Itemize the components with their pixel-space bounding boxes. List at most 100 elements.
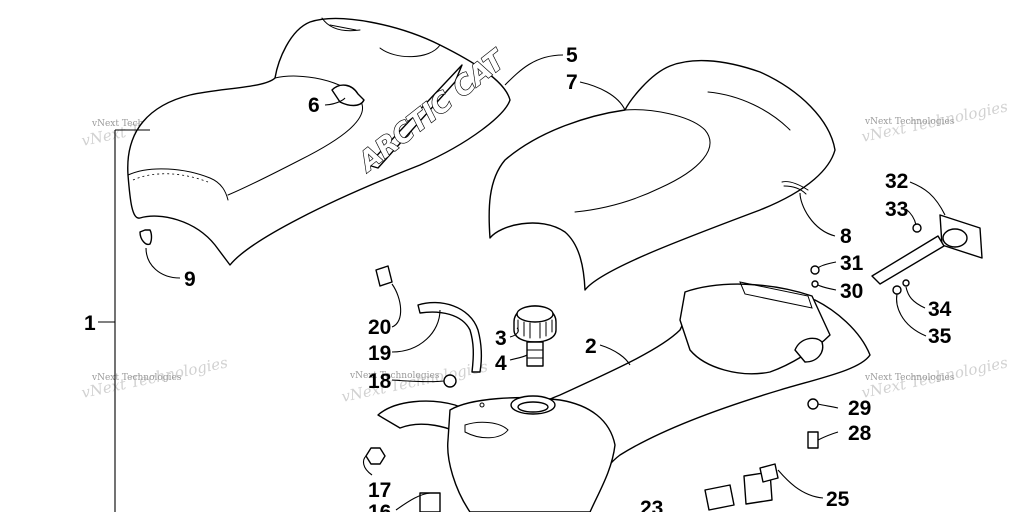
seat-cover-outline: [127, 17, 511, 266]
tank-side-boss: [794, 337, 824, 363]
seat-cover: [488, 59, 836, 291]
hose-clip-20: [375, 265, 393, 287]
watermark: vNext Technologies: [349, 371, 440, 381]
callout-9: 9: [184, 268, 196, 291]
watermark: vNext Technologies: [864, 373, 955, 383]
leader-34: [905, 286, 926, 309]
callout-4: 4: [495, 352, 507, 375]
washer-30: [811, 280, 819, 288]
tank-filler-opening: [517, 401, 549, 413]
tank-vent-hole: [479, 402, 485, 408]
callout-17: 17: [368, 479, 391, 502]
seat-cover-strap: [781, 181, 809, 195]
fuel-cap-gasket: [526, 341, 544, 367]
leader-29: [817, 403, 839, 409]
fuel-cap-top: [516, 305, 554, 323]
grommet-18: [443, 374, 457, 388]
leader-19: [391, 309, 441, 353]
callout-7: 7: [566, 71, 578, 94]
fuel-tank: [377, 281, 871, 512]
leader-25: [777, 469, 824, 499]
watermark: vNext Technologies: [91, 119, 182, 129]
callout-28: 28: [848, 422, 872, 445]
fuel-gauge-part-16: [419, 492, 441, 512]
leader-30: [817, 284, 837, 291]
leader-4: [509, 354, 528, 361]
callout-25: 25: [826, 488, 850, 511]
seat-clip-9: [139, 229, 153, 246]
watermark: vNext Technologies: [864, 117, 955, 127]
callout-6: 6: [308, 94, 320, 117]
leader-32: [909, 181, 946, 216]
seat-front-edge: [127, 168, 229, 201]
seat-cushion-edge: [227, 75, 363, 196]
callout-34: 34: [928, 298, 952, 321]
leader-7: [579, 81, 626, 111]
leader-8: [799, 192, 836, 237]
retainer-17: [365, 447, 386, 465]
seat-stitch-line: [132, 173, 209, 183]
callout-16: 16: [368, 501, 391, 512]
callout-33: 33: [885, 198, 908, 221]
seat-assembly: ARCTIC CAT: [127, 17, 513, 266]
vent-hose-assembly: [375, 265, 483, 373]
vent-hose: [417, 301, 483, 373]
callout-2: 2: [585, 335, 597, 358]
leader-6: [324, 97, 346, 106]
leader-5: [504, 54, 564, 86]
assembly-bracket: [98, 129, 150, 512]
sender-rod: [871, 235, 945, 285]
tank-grip-recess: [464, 421, 509, 439]
leader-31: [817, 261, 837, 269]
callout-29: 29: [848, 397, 871, 420]
leader-35: [896, 293, 927, 337]
seat-cover-hump: [707, 91, 791, 131]
fuel-sender-assembly: [871, 214, 983, 285]
leader-18: [391, 379, 445, 383]
callout-23: 23: [640, 497, 663, 512]
fitting-23: [704, 484, 735, 511]
nut-34: [892, 285, 902, 295]
watermark: vNext Technologies: [91, 373, 182, 383]
washer-25: [759, 463, 779, 483]
nut-31: [810, 265, 820, 275]
washer-35: [902, 279, 910, 287]
leader-16: [395, 492, 431, 511]
callout-30: 30: [840, 280, 863, 303]
seat-cover-crease: [574, 109, 711, 213]
leader-9: [145, 247, 181, 279]
callout-35: 35: [928, 325, 952, 348]
leader-2: [599, 344, 631, 366]
tank-front-section: [447, 397, 616, 512]
seat-badge-line: [329, 24, 357, 31]
leader-lines: [145, 54, 946, 511]
callout-31: 31: [840, 252, 864, 275]
callout-3: 3: [495, 327, 507, 350]
seat-hump-edge: [379, 44, 441, 58]
leader-17: [362, 455, 373, 476]
nut-29: [807, 398, 819, 410]
tank-hump-slot: [739, 281, 813, 309]
leader-33: [905, 208, 917, 226]
seat-handle-clip: [331, 84, 365, 107]
callout-19: 19: [368, 342, 391, 365]
logo-stripe: [367, 64, 463, 169]
sender-screw-33: [912, 223, 922, 233]
callout-5: 5: [566, 44, 578, 67]
leader-20: [391, 283, 402, 328]
callout-1: 1: [84, 312, 96, 335]
callout-18: 18: [368, 370, 392, 393]
fuel-cap-assembly: [513, 305, 557, 367]
callout-labels: 1 2 3 4 5 6 7 8 9 16 17 18 19 20 23 25 2…: [84, 44, 952, 512]
seat-cover-outline: [488, 59, 836, 291]
leader-28: [817, 431, 839, 441]
sender-housing: [942, 228, 968, 248]
callout-32: 32: [885, 170, 908, 193]
leader-3: [509, 327, 519, 338]
hardware: [365, 265, 910, 511]
gasket-ridges: [526, 349, 544, 359]
callout-20: 20: [368, 316, 391, 339]
bolt-28: [807, 431, 819, 449]
